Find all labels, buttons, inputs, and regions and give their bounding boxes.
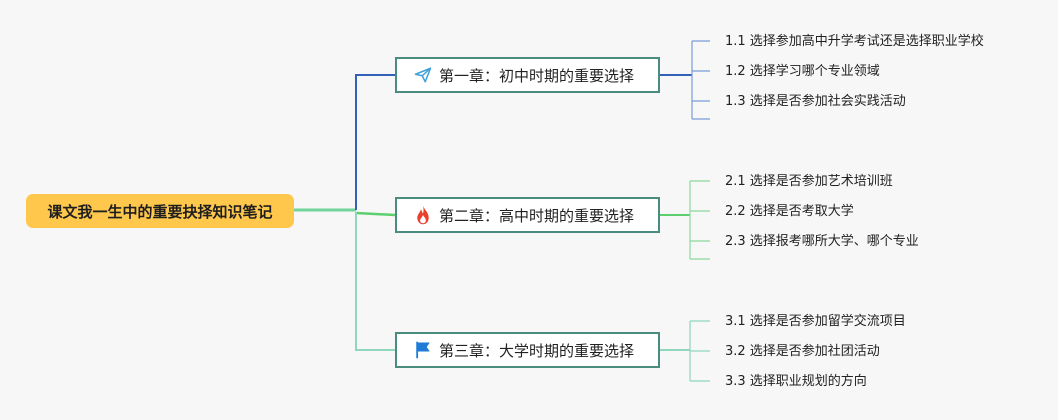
chapter-node-1[interactable]: 第一章：初中时期的重要选择 [395,57,660,93]
paper-plane-icon [413,65,433,85]
flag-icon [413,340,433,360]
topic-1-2[interactable]: 1.2 选择学习哪个专业领域 [725,64,880,79]
flame-icon [413,205,433,225]
root-topic-label: 课文我一生中的重要抉择知识笔记 [47,202,273,221]
topic-branches-chapter-2 [660,180,710,260]
connector-chapter-3 [355,212,395,351]
topic-3-1[interactable]: 3.1 选择是否参加留学交流项目 [725,314,906,329]
chapter-label: 第三章：大学时期的重要选择 [439,341,635,360]
topic-1-1[interactable]: 1.1 选择参加高中升学考试还是选择职业学校 [725,34,984,49]
topic-branches-chapter-1 [660,40,710,120]
connector-chapter-1 [355,74,395,210]
chapter-node-3[interactable]: 第三章：大学时期的重要选择 [395,332,660,368]
topic-3-2[interactable]: 3.2 选择是否参加社团活动 [725,344,880,359]
connector-chapter-2 [355,211,396,217]
chapter-label: 第一章：初中时期的重要选择 [439,66,635,85]
topic-2-2[interactable]: 2.2 选择是否考取大学 [725,204,854,219]
root-topic[interactable]: 课文我一生中的重要抉择知识笔记 [26,194,294,228]
topic-2-3[interactable]: 2.3 选择报考哪所大学、哪个专业 [725,234,919,249]
chapter-node-2[interactable]: 第二章：高中时期的重要选择 [395,197,660,233]
topic-1-3[interactable]: 1.3 选择是否参加社会实践活动 [725,94,906,109]
topic-2-1[interactable]: 2.1 选择是否参加艺术培训班 [725,174,893,189]
topic-branches-chapter-3 [660,320,710,382]
topic-3-3[interactable]: 3.3 选择职业规划的方向 [725,374,867,389]
chapter-label: 第二章：高中时期的重要选择 [439,206,635,225]
